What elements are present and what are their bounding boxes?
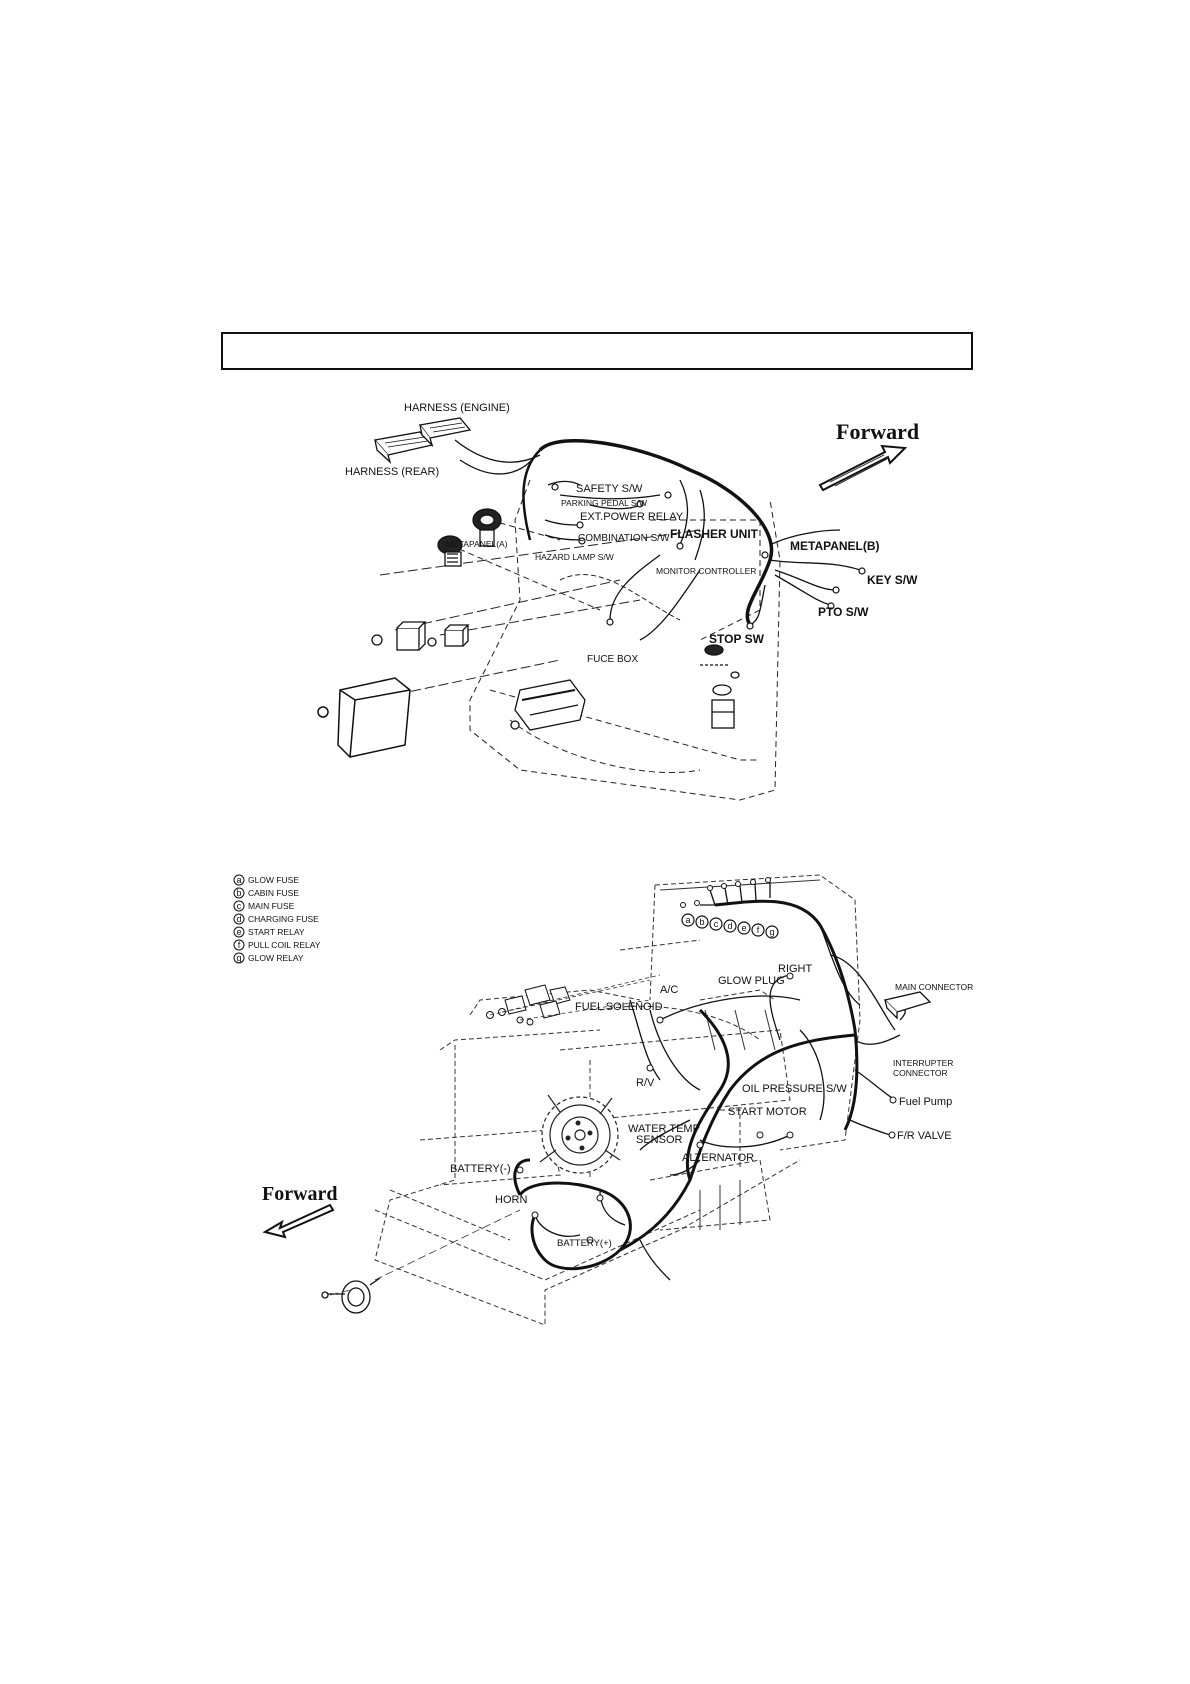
- legend-letter-d: d: [236, 914, 241, 924]
- label-stop-sw: STOP SW: [709, 632, 765, 646]
- label-key-sw: KEY S/W: [867, 573, 918, 587]
- label-safety-sw: SAFETY S/W: [576, 483, 643, 495]
- label-parking-pedal-sw: PARKING PEDAL S/W: [561, 498, 647, 508]
- label-ext-power-relay: EXT.POWER RELAY: [580, 511, 684, 523]
- section-title-box: [221, 332, 973, 370]
- fuse-letter-markers: a b c d e f g: [685, 915, 774, 937]
- label-glow-plug: GLOW PLUG: [718, 975, 785, 987]
- label-alternator: ALTERNATOR: [682, 1152, 754, 1164]
- fuse-legend: a GLOW FUSE b CABIN FUSE c MAIN FUSE d C…: [233, 874, 321, 964]
- legend-letter-a: a: [236, 875, 241, 885]
- fuse-marker-f: f: [757, 925, 760, 935]
- legend-letter-f: f: [238, 940, 241, 950]
- fuse-marker-a: a: [685, 915, 690, 925]
- legend-text-d: CHARGING FUSE: [248, 914, 319, 924]
- label-pto-sw: PTO S/W: [818, 605, 869, 619]
- label-main-connector: MAIN CONNECTOR: [895, 982, 973, 992]
- label-start-motor: START MOTOR: [728, 1106, 807, 1118]
- label-right: RIGHT: [778, 963, 813, 975]
- legend-text-b: CABIN FUSE: [248, 888, 299, 898]
- label-metapanel-b: METAPANEL(B): [790, 539, 880, 553]
- label-rv: R/V: [636, 1077, 655, 1089]
- label-water-temp-2: SENSOR: [636, 1134, 683, 1146]
- legend-text-c: MAIN FUSE: [248, 901, 295, 911]
- label-fuel-solenoid: FUEL SOLENOID: [575, 1001, 663, 1013]
- label-monitor-controller: MONITOR CONTROLLER: [656, 566, 756, 576]
- forward-label-top: Forward: [836, 419, 919, 444]
- label-battery-plus: BATTERY(+): [557, 1238, 612, 1249]
- legend-letter-c: c: [237, 901, 242, 911]
- label-battery-minus: BATTERY(-): [450, 1163, 511, 1175]
- label-fuel-pump: Fuel Pump: [899, 1096, 952, 1108]
- fuse-marker-b: b: [699, 917, 704, 927]
- label-fuse-box: FUCE BOX: [587, 654, 638, 665]
- label-oil-pressure-sw: OIL PRESSURE S/W: [742, 1083, 847, 1095]
- legend-text-f: PULL COIL RELAY: [248, 940, 321, 950]
- legend-letter-e: e: [236, 927, 241, 937]
- label-interrupter-2: CONNECTOR: [893, 1068, 948, 1078]
- legend-text-g: GLOW RELAY: [248, 953, 304, 963]
- fuse-marker-d: d: [727, 921, 732, 931]
- label-harness-rear: HARNESS (REAR): [345, 466, 439, 478]
- label-horn: HORN: [495, 1194, 527, 1206]
- fuse-marker-g: g: [769, 927, 774, 937]
- label-harness-engine: HARNESS (ENGINE): [404, 402, 510, 414]
- label-water-temp-1: WATER TEMP: [628, 1123, 700, 1135]
- label-flasher-unit: FLASHER UNIT: [670, 527, 759, 541]
- label-ac: A/C: [660, 984, 678, 996]
- label-fr-valve: F/R VALVE: [897, 1130, 952, 1142]
- legend-text-e: START RELAY: [248, 927, 305, 937]
- fuse-marker-c: c: [714, 919, 719, 929]
- label-interrupter-1: INTERRUPTER: [893, 1058, 953, 1068]
- label-metapanel-a: METAPANEL(A): [446, 539, 508, 549]
- label-hazard-lamp-sw: HAZARD LAMP S/W: [535, 552, 614, 562]
- legend-text-a: GLOW FUSE: [248, 875, 299, 885]
- forward-label-bottom: Forward: [262, 1183, 338, 1205]
- fuse-marker-e: e: [741, 923, 746, 933]
- label-combination-sw: COMBINATION S/W: [578, 533, 670, 544]
- legend-letter-b: b: [236, 888, 241, 898]
- legend-letter-g: g: [236, 953, 241, 963]
